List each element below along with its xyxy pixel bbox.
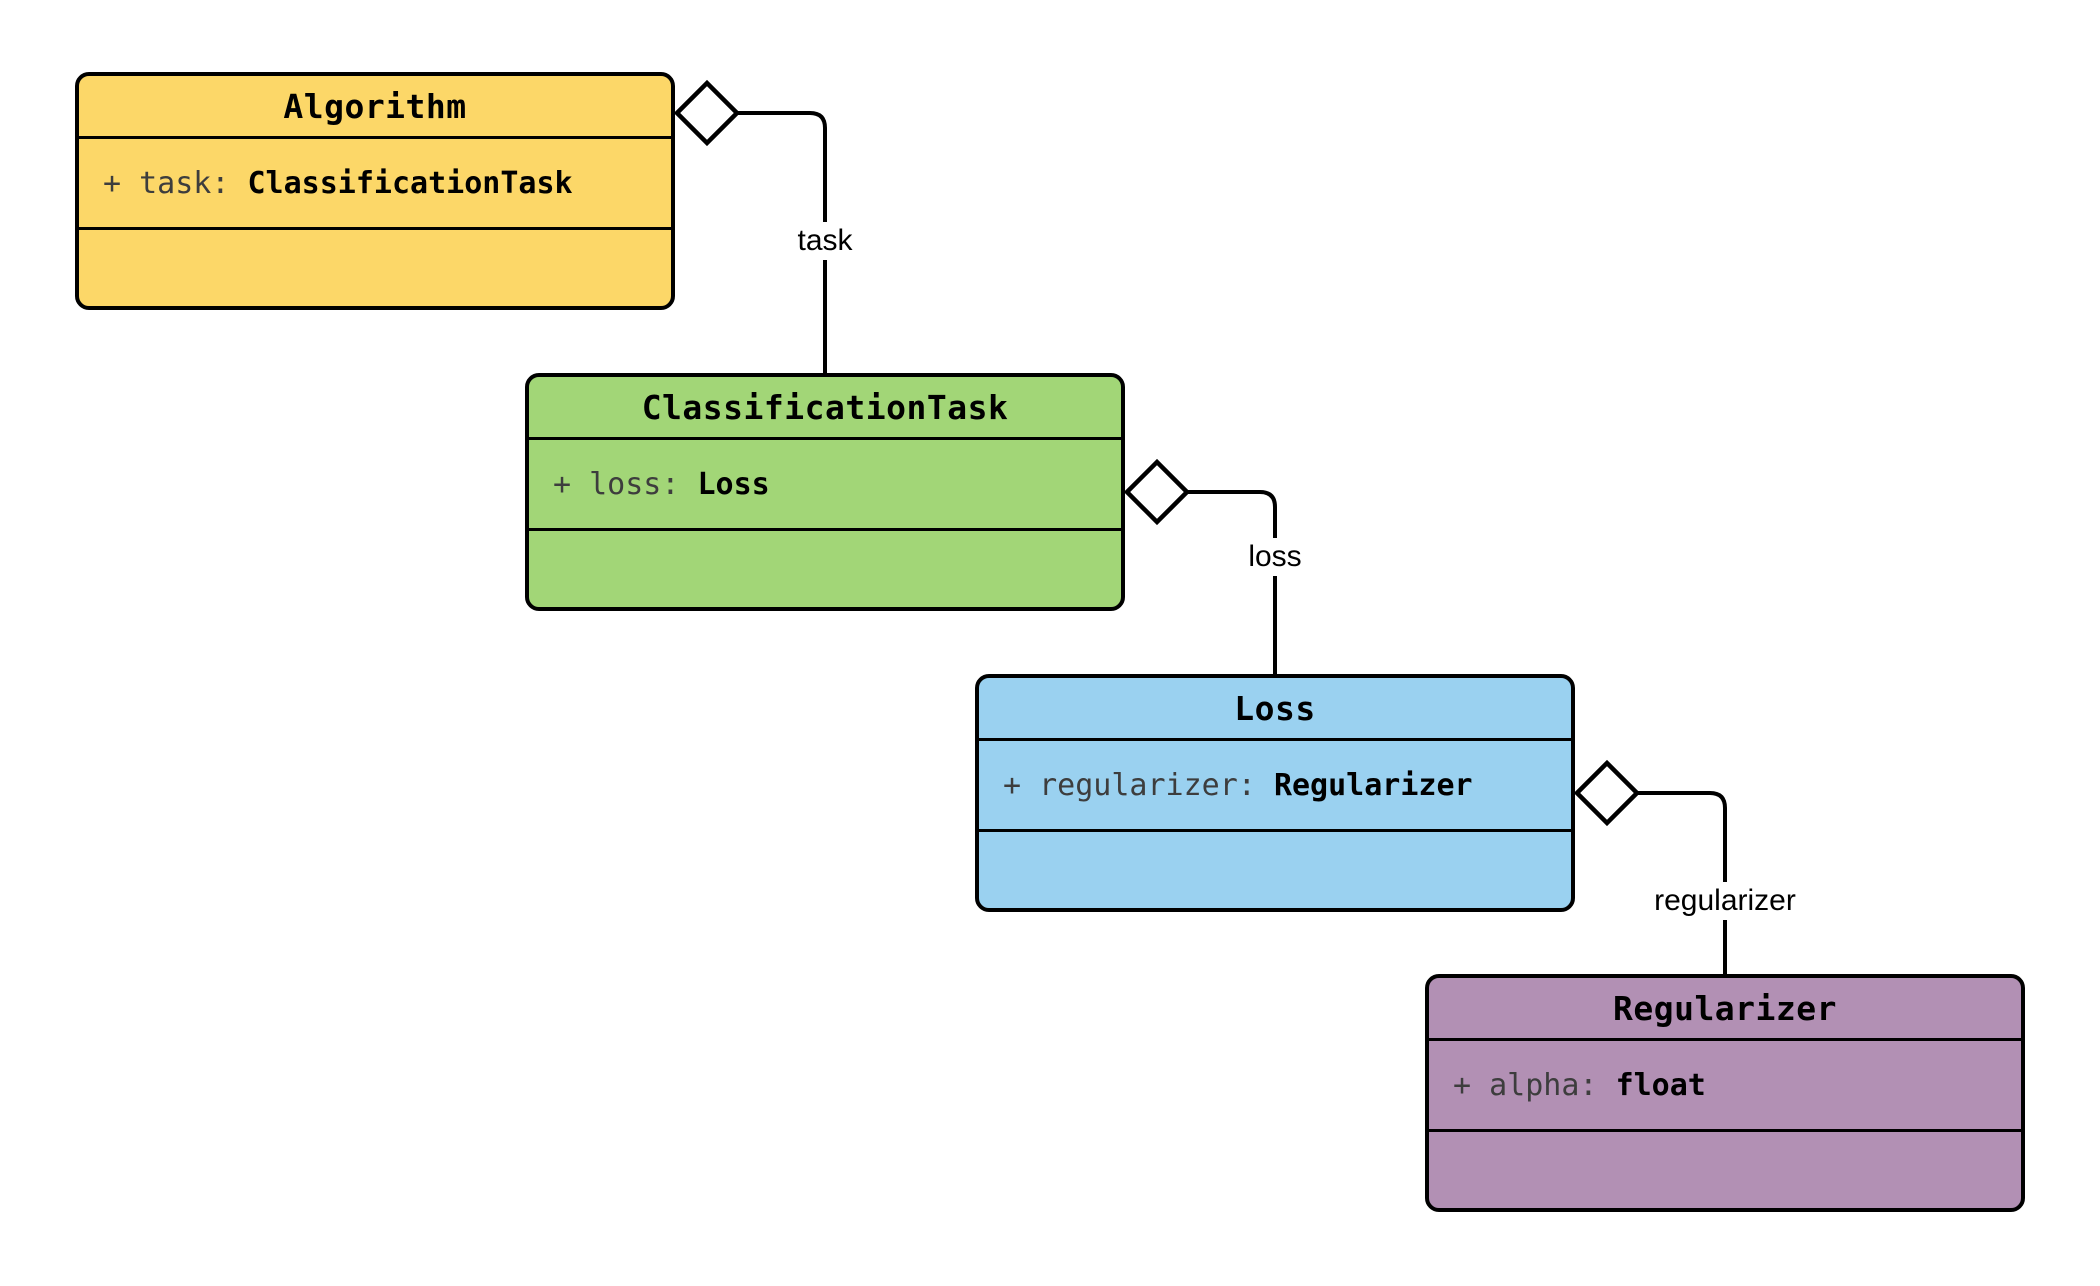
attribute-name: + task: <box>103 165 248 201</box>
edge-label-loss: loss <box>1240 538 1310 576</box>
aggregation-diamond-icon <box>1573 759 1641 827</box>
class-attribute-row: + alpha: float <box>1429 1041 2021 1132</box>
attribute-type: ClassificationTask <box>247 165 573 201</box>
class-attribute-row: + loss: Loss <box>529 440 1121 531</box>
class-methods-empty <box>979 832 1571 908</box>
aggregation-diamond-icon <box>673 79 741 147</box>
class-title: Loss <box>979 678 1571 741</box>
attribute-name: + regularizer: <box>1003 767 1274 803</box>
class-title: Algorithm <box>79 76 671 139</box>
edge-task <box>673 79 827 373</box>
edge-label-regularizer: regularizer <box>1646 882 1804 920</box>
edge-regularizer <box>1573 759 1727 974</box>
attribute-name: + alpha: <box>1453 1067 1616 1103</box>
class-box-regularizer[interactable]: Regularizer + alpha: float <box>1425 974 2025 1212</box>
attribute-type: Regularizer <box>1273 767 1473 803</box>
class-box-classificationtask[interactable]: ClassificationTask + loss: Loss <box>525 373 1125 611</box>
edge-regularizer-line <box>1637 791 1727 974</box>
attribute-type: float <box>1615 1067 1706 1103</box>
class-attribute-row: + task: ClassificationTask <box>79 139 671 230</box>
edge-task-line <box>737 111 827 373</box>
edge-loss-line <box>1187 490 1277 674</box>
class-title: ClassificationTask <box>529 377 1121 440</box>
class-box-loss[interactable]: Loss + regularizer: Regularizer <box>975 674 1575 912</box>
aggregation-diamond-icon <box>1123 458 1191 526</box>
edge-label-task: task <box>789 222 861 260</box>
class-methods-empty <box>1429 1132 2021 1208</box>
edge-loss <box>1123 458 1277 674</box>
class-attribute-row: + regularizer: Regularizer <box>979 741 1571 832</box>
attribute-name: + loss: <box>553 466 698 502</box>
attribute-type: Loss <box>697 466 770 502</box>
class-box-algorithm[interactable]: Algorithm + task: ClassificationTask <box>75 72 675 310</box>
class-title: Regularizer <box>1429 978 2021 1041</box>
class-methods-empty <box>529 531 1121 607</box>
class-methods-empty <box>79 230 671 306</box>
